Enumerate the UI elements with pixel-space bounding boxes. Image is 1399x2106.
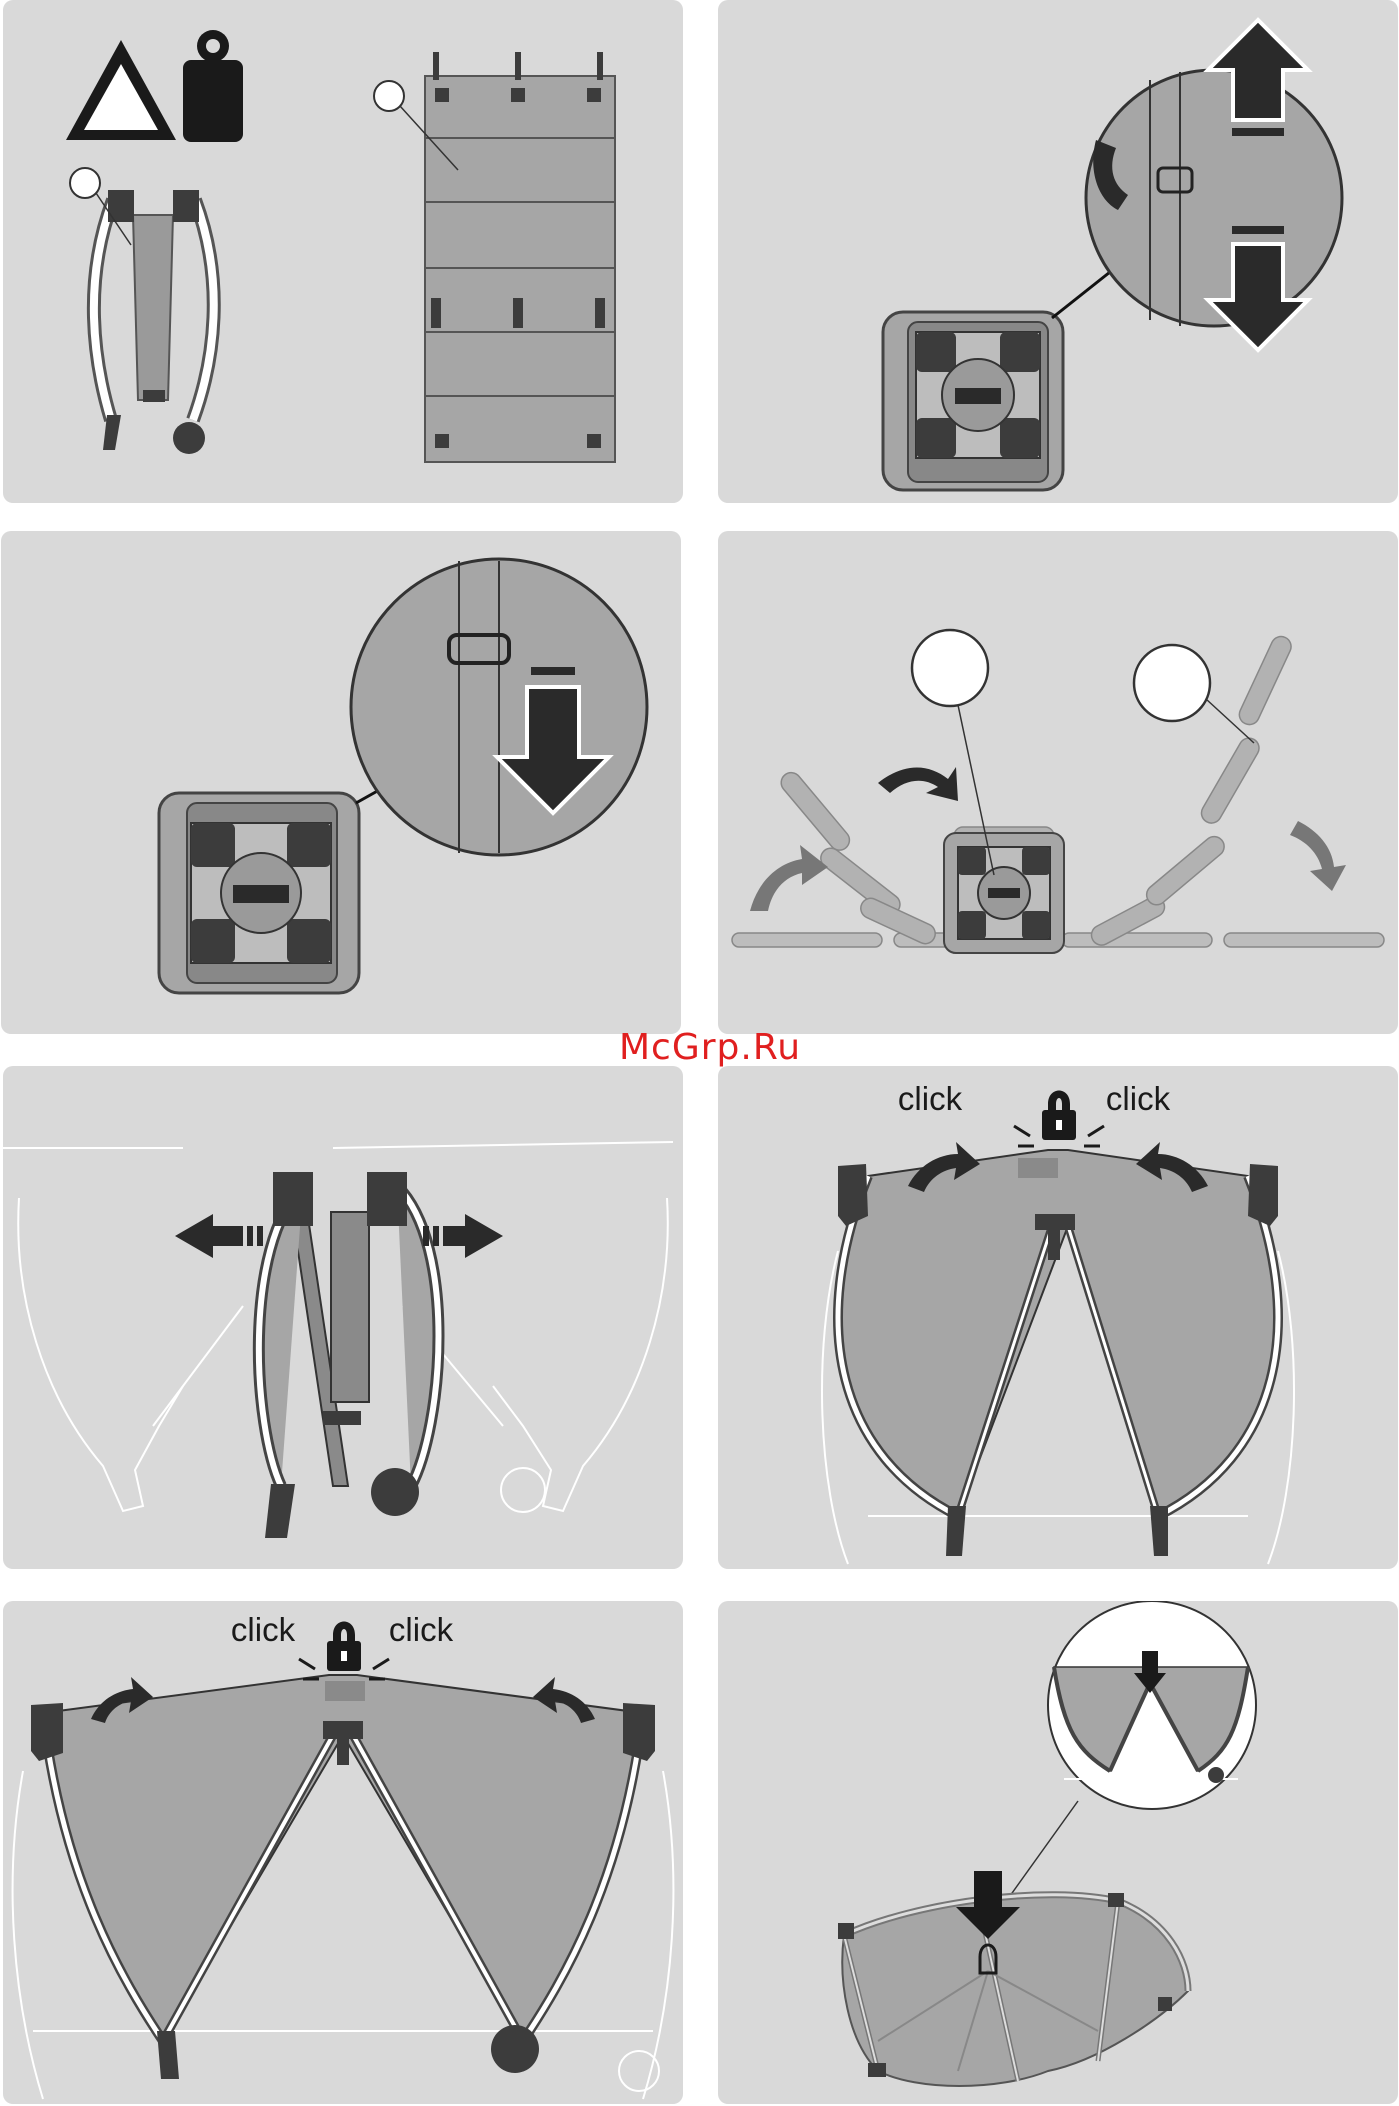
panel-step-6: click click [718,1066,1398,1569]
panel-step-4 [718,531,1398,1034]
panel-step-5 [3,1066,683,1569]
folded-frame-center [944,833,1064,953]
arrow-curved-icon [750,845,828,911]
click-label-left: click [231,1611,296,1648]
click-label-right: click [389,1611,454,1648]
unfolded-frame [838,1150,1278,1556]
panel-step-3 [1,531,681,1034]
watermark: McGrp.Ru [600,1027,820,1068]
click-label-right: click [1106,1080,1171,1117]
callout-circle-b [1134,645,1210,721]
folded-frame-top-view [883,312,1063,490]
folded-playpen-frame [259,1172,439,1538]
lock-icon [1042,1091,1076,1141]
callout-circle-a [912,630,988,706]
weight-icon [183,30,243,142]
click-label-left: click [898,1080,963,1117]
zoom-detail-circle [1048,1601,1256,1809]
mattress [425,52,615,462]
panel-step-8 [718,1601,1398,2104]
lock-icon [327,1622,361,1672]
unfolded-frame [31,1675,655,2079]
panel-step-2 [718,0,1398,503]
arrow-left-icon [175,1214,263,1258]
arrow-curved-icon [878,767,958,801]
zoom-detail-circle [351,559,647,855]
folded-playpen-frame [94,190,214,454]
arrow-curved-icon [1290,821,1346,891]
folded-frame-top-view [159,793,359,993]
panel-step-7: click click [3,1601,683,2104]
panel-step-1 [3,0,683,503]
unfolded-frame-perspective [838,1893,1188,2086]
zoom-detail-circle [1086,70,1342,326]
warning-triangle-icon [66,40,176,140]
